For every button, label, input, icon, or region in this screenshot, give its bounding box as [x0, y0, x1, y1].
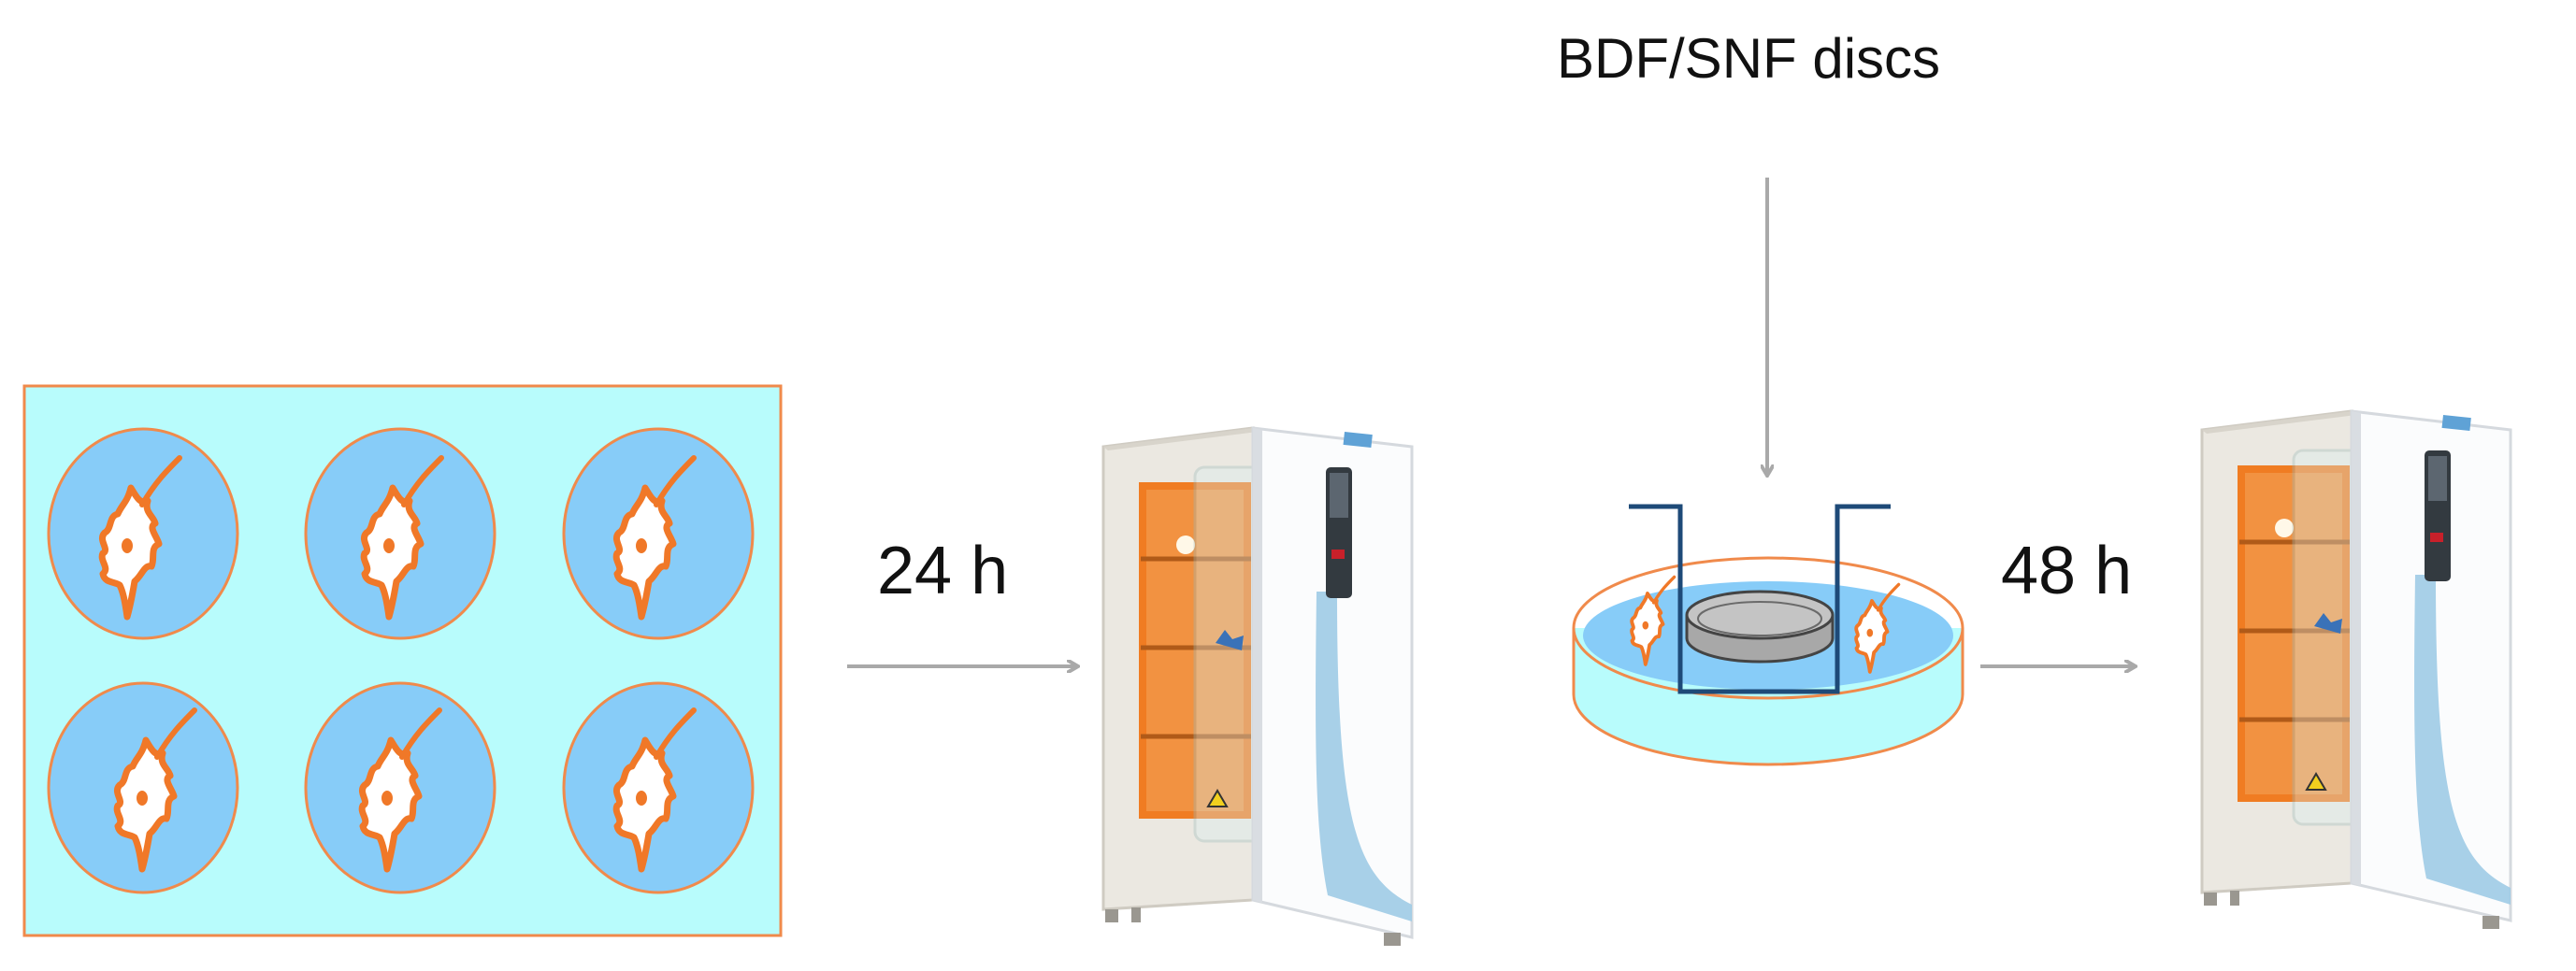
well-1 [47, 427, 239, 640]
incubation-time-48h: 48 h [2001, 534, 2133, 608]
well-6 [562, 681, 755, 894]
six-well-plate [22, 384, 783, 937]
disc [1685, 590, 1835, 664]
well-3 [562, 427, 755, 640]
incubation-time-24h: 24 h [877, 534, 1009, 608]
well-5 [304, 681, 496, 894]
incubator-icon-1 [1103, 428, 1412, 946]
well-2 [304, 427, 496, 640]
well-4 [47, 681, 239, 894]
discs-label: BDF/SNF discs [1557, 27, 1941, 90]
transwell-dish-icon [1572, 504, 1964, 766]
incubator-icon-2 [2202, 411, 2511, 929]
